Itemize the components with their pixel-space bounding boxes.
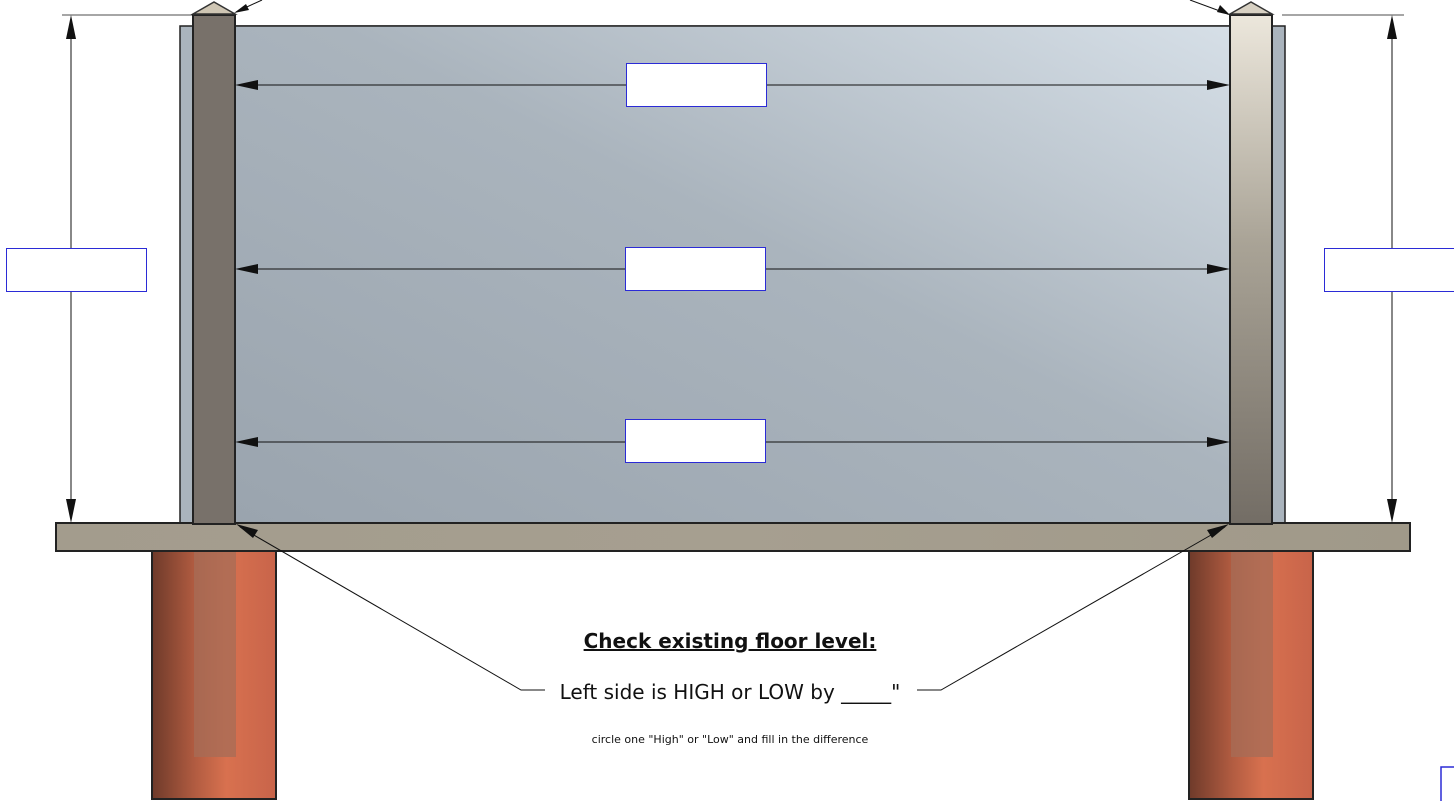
height-left-input[interactable] [6,248,147,292]
floor-slab [55,522,1411,552]
left-post [190,1,238,525]
width-bottom-input[interactable] [625,419,766,463]
left-pier [151,549,277,800]
floor-level-instruction: circle one "High" or "Low" and fill in t… [591,733,869,746]
width-top-input[interactable] [626,63,767,107]
right-pier [1188,549,1314,800]
floor-check-heading: Check existing floor level: [583,629,877,653]
width-middle-input[interactable] [625,247,766,291]
floor-leader-left [236,524,545,691]
floor-level-sentence: Left side is HIGH or LOW by _____" [559,680,901,704]
corner-mark [1440,766,1454,801]
floor-leader-right [917,524,1229,691]
height-right-input[interactable] [1324,248,1454,292]
top-leader-right [1189,0,1230,15]
top-leader-left [234,0,263,13]
right-post [1227,1,1275,525]
